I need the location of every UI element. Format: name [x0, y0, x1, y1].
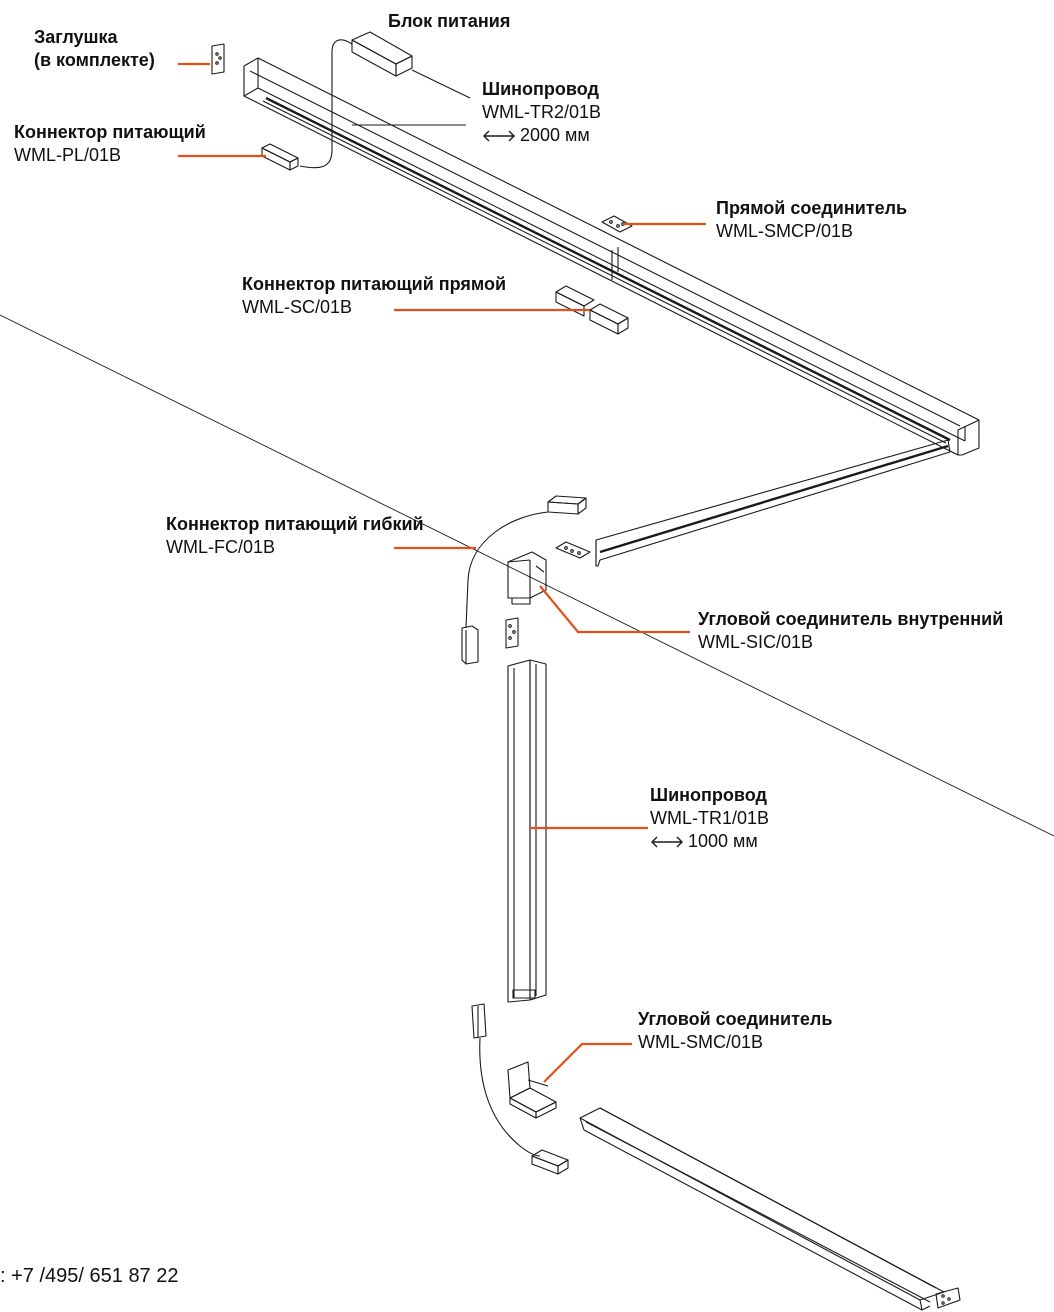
- label-track-2000: Шинопровод WML-TR2/01B 2000 мм: [482, 78, 601, 147]
- leader-inner-corner: [539, 585, 690, 634]
- joiner-plate-drawing: [505, 541, 591, 649]
- label-flex-feed: Коннектор питающий гибкий WML-FC/01B: [166, 513, 424, 559]
- double-arrow-icon: [651, 836, 683, 848]
- corner-joiner-model: WML-SMC/01B: [638, 1032, 764, 1052]
- track-2000-dimension-row: 2000 мм: [482, 124, 601, 147]
- feed-connector-title: Коннектор питающий: [14, 122, 206, 142]
- track-2000-drawing: [243, 57, 980, 456]
- track-bottom-drawing: [579, 1107, 945, 1311]
- track-1000-dimension-row: 1000 мм: [650, 830, 769, 853]
- feed-connector-drawing: [261, 143, 299, 171]
- corner-joiner-title: Угловой соединитель: [638, 1009, 833, 1029]
- straight-joiner-model: WML-SMCP/01B: [716, 221, 854, 241]
- track-1000-title: Шинопровод: [650, 785, 767, 805]
- label-inner-corner: Угловой соединитель внутренний WML-SIC/0…: [698, 608, 1003, 654]
- track-1000-model: WML-TR1/01B: [650, 808, 770, 828]
- flex-feed-drawing: [461, 495, 587, 665]
- label-end-cap: Заглушка (в комплекте): [34, 26, 155, 72]
- label-straight-feed: Коннектор питающий прямой WML-SC/01B: [242, 273, 506, 319]
- end-cap-bottom-drawing: [935, 1287, 961, 1309]
- straight-joiner-title: Прямой соединитель: [716, 198, 908, 218]
- feed-connector-model: WML-PL/01B: [14, 145, 122, 165]
- power-supply-title: Блок питания: [388, 11, 511, 31]
- label-feed-connector: Коннектор питающий WML-PL/01B: [14, 121, 206, 167]
- footer-phone: : +7 /495/ 651 87 22: [0, 1265, 179, 1287]
- label-straight-joiner: Прямой соединитель WML-SMCP/01B: [716, 197, 907, 243]
- track-1000-dimension: 1000 мм: [688, 831, 758, 851]
- wall-ceiling-edge: [0, 314, 1054, 837]
- double-arrow-icon: [483, 130, 515, 142]
- track-2000-title: Шинопровод: [482, 79, 599, 99]
- inner-corner-drawing: [507, 551, 547, 605]
- flex-connector-bottom-drawing: [471, 1003, 569, 1175]
- track-segment-drawing: [595, 439, 951, 567]
- label-track-1000: Шинопровод WML-TR1/01B 1000 мм: [650, 784, 769, 853]
- flex-feed-model: WML-FC/01B: [166, 537, 276, 557]
- straight-feed-title: Коннектор питающий прямой: [242, 274, 507, 294]
- straight-feed-drawing: [555, 285, 629, 335]
- label-corner-joiner: Угловой соединитель WML-SMC/01B: [638, 1008, 832, 1054]
- leader-corner-joiner: [543, 1042, 632, 1083]
- end-cap-title-2: (в комплекте): [34, 50, 155, 70]
- track-2000-dimension: 2000 мм: [520, 125, 590, 145]
- corner-joiner-drawing: [507, 1061, 557, 1119]
- power-supply-drawing: [299, 31, 471, 169]
- flex-feed-title: Коннектор питающий гибкий: [166, 514, 424, 534]
- straight-feed-model: WML-SC/01B: [242, 297, 353, 317]
- end-cap-drawing: [211, 43, 225, 75]
- label-power-supply: Блок питания: [388, 10, 510, 33]
- end-cap-title-1: Заглушка: [34, 27, 118, 47]
- track-2000-model: WML-TR2/01B: [482, 102, 602, 122]
- inner-corner-title: Угловой соединитель внутренний: [698, 609, 1004, 629]
- inner-corner-model: WML-SIC/01B: [698, 632, 814, 652]
- track-1000-drawing: [507, 659, 547, 1003]
